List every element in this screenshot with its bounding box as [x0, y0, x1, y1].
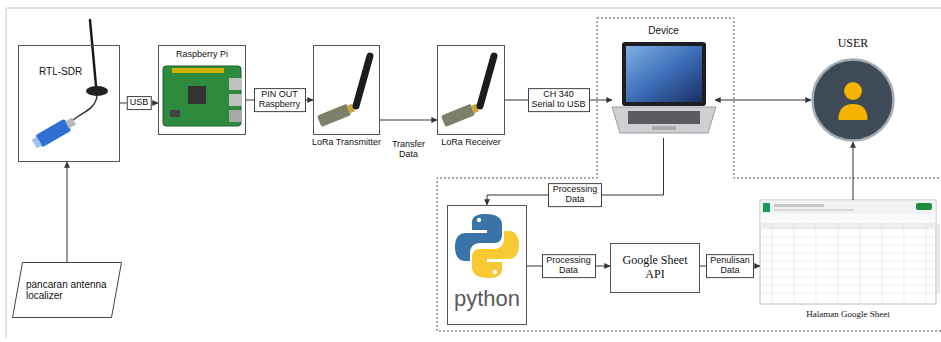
user-circle-fill — [813, 60, 894, 141]
sheet-menu — [774, 209, 854, 211]
laptop-keyboard — [628, 111, 700, 124]
edge-label: Processing Data — [542, 254, 596, 278]
connector — [715, 100, 811, 101]
usb-port — [229, 94, 242, 106]
input-parallelogram: pancaran antenna localizer — [12, 262, 122, 318]
node-text: Google Sheet API — [617, 254, 693, 282]
sheet-toolbar — [761, 215, 936, 223]
device-box: Device — [612, 38, 715, 138]
python-eye — [477, 218, 481, 222]
sheet-menu — [774, 204, 824, 207]
node-text: python — [448, 286, 526, 311]
lora-body — [317, 104, 351, 127]
lora-antenna — [356, 56, 370, 106]
python-snake-yellow — [472, 231, 519, 278]
edge-label: Processing Data — [548, 183, 602, 207]
edge-label: PIN OUT Raspberry — [254, 88, 306, 112]
lora-body — [441, 104, 475, 127]
edge-label: CH 340 Serial to USB — [528, 88, 590, 112]
ethernet-port — [229, 110, 242, 122]
sheet-share-button — [916, 203, 932, 210]
antenna-rod — [90, 20, 96, 86]
sheet-screenshot: Halaman Google Sheet — [760, 200, 936, 304]
laptop-bezel — [622, 42, 706, 106]
node-text: Halaman Google Sheet — [763, 309, 933, 319]
antenna-base — [86, 86, 108, 96]
lora-transmitter-illustration — [317, 56, 370, 127]
usb-port — [229, 78, 242, 90]
node-text: Raspberry Pi — [159, 49, 245, 59]
laptop-touchpad — [652, 126, 676, 130]
node-text: RTL-SDR — [19, 66, 119, 78]
node-text: LoRa Receiver — [416, 137, 526, 147]
lora-receiver-illustration — [441, 56, 494, 127]
sheet-sidebar — [937, 224, 940, 294]
node-text: LoRa Transmitter — [292, 137, 402, 147]
parallelogram-outline — [13, 263, 122, 318]
pi-chip-small — [170, 110, 180, 117]
user-icon-head — [844, 82, 862, 100]
user-icon-body — [838, 104, 867, 120]
dongle-plug — [65, 118, 76, 129]
outer-frame — [6, 8, 941, 338]
python-logo — [455, 214, 519, 278]
device-box: LoRa Transmitter — [313, 45, 380, 135]
process-box: Google Sheet API — [610, 243, 700, 293]
node-text: Device — [619, 25, 709, 37]
edge-label: Transfer Data — [387, 139, 431, 161]
device-box: Raspberry Pi — [158, 45, 246, 135]
connector — [853, 142, 854, 200]
dongle-cap — [32, 137, 42, 149]
sheet-column-header — [761, 223, 936, 229]
pi-board — [163, 66, 241, 126]
node-text: pancaran antenna localizer — [26, 279, 108, 302]
python-eye — [493, 270, 497, 274]
sheet-frame — [760, 200, 936, 304]
edge-label: USB — [127, 96, 152, 110]
gpio-header — [172, 68, 224, 73]
lora-antenna — [480, 56, 494, 106]
sheet-grid — [761, 223, 935, 303]
laptop-screen — [626, 46, 702, 102]
connector — [67, 162, 68, 262]
google-sheet-screenshot — [760, 200, 940, 304]
node-outline — [811, 58, 895, 142]
laptop-base — [612, 107, 716, 133]
connector — [380, 120, 437, 121]
device-box: LoRa Receiver — [437, 45, 505, 135]
raspberry-pi-illustration — [163, 66, 242, 126]
laptop-illustration — [612, 42, 716, 133]
antenna-cable — [72, 96, 97, 121]
user-circle: USER — [811, 58, 895, 142]
edge-label: Penulisan Data — [706, 254, 754, 278]
dotted-region — [437, 18, 941, 331]
node-text: USER — [808, 37, 898, 51]
sheet-titlebar — [761, 201, 936, 215]
device-box: RTL-SDR — [18, 45, 120, 162]
rtl-sdr-illustration — [31, 20, 108, 150]
pi-chip — [188, 86, 206, 104]
python-box: python — [447, 205, 527, 325]
sheet-icon — [763, 203, 770, 212]
